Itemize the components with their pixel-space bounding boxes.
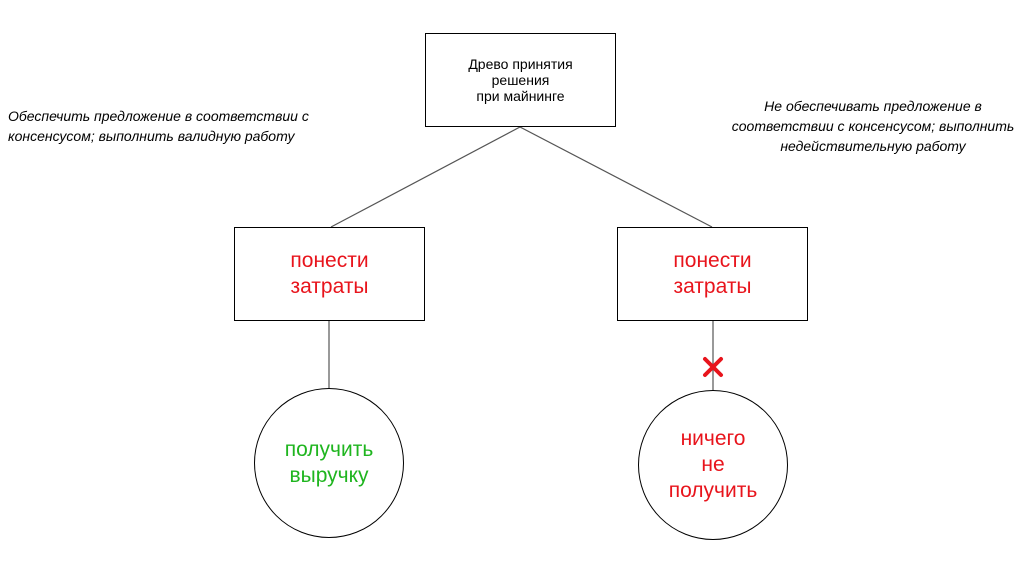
left-branch-note: Обеспечить предложение в соответствии с … xyxy=(8,108,309,144)
right-outcome-label: ничего не получить xyxy=(668,427,758,502)
left-outcome-label: получить выручку xyxy=(284,438,374,487)
left-cost-node: понести затраты xyxy=(234,227,425,321)
connector-root-to-left xyxy=(330,126,521,228)
connector-root-to-right xyxy=(519,126,713,228)
right-cost-label: понести затраты xyxy=(673,249,752,298)
right-outcome-node: ничего не получить xyxy=(638,390,788,540)
root-node-label: Древо принятия решения при майнинге xyxy=(468,56,573,104)
left-outcome-node: получить выручку xyxy=(254,388,404,538)
x-mark-icon xyxy=(703,357,723,377)
right-branch-note: Не обеспечивать предложение в соответств… xyxy=(731,98,1015,154)
root-node: Древо принятия решения при майнинге xyxy=(425,33,616,127)
left-cost-label: понести затраты xyxy=(290,249,369,298)
right-cost-node: понести затраты xyxy=(617,227,808,321)
